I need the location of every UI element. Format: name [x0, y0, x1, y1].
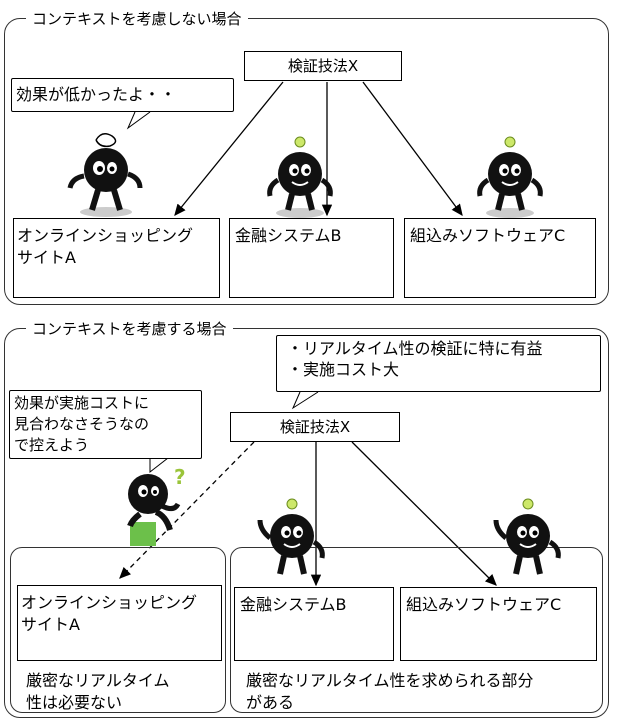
top-frame-title: コンテキストを考慮しない場合: [26, 8, 248, 29]
top-method-box: 検証技法X: [244, 51, 402, 81]
top-system-b: 金融システムB: [229, 218, 394, 298]
speech-tail-bottom: [149, 457, 169, 474]
bottom-frame-title: コンテキストを考慮する場合: [26, 318, 233, 339]
bottom-system-b-label: 金融システムB: [240, 595, 347, 614]
arrow-top-to-a: [174, 81, 284, 217]
group-note-right: 厳密なリアルタイム性を求められる部分 がある: [246, 671, 534, 712]
idea-character-icon: [493, 498, 561, 575]
notes-tail: [291, 391, 319, 410]
top-speech-text: 効果が低かったよ・・: [16, 85, 177, 104]
arrow-bottom-to-c: [351, 441, 497, 586]
arrow-top-to-c: [362, 81, 463, 217]
idea-character-icon: [267, 136, 333, 218]
group-note-left: 厳密なリアルタイム 性は必要ない: [26, 671, 170, 712]
top-system-a-label: オンラインショッピング サイトA: [17, 226, 194, 267]
bottom-system-c-label: 組込みソフトウェアC: [406, 595, 562, 614]
bottom-method-box: 検証技法X: [230, 412, 400, 442]
bottom-system-a: オンラインショッピング サイトA: [17, 585, 222, 661]
bottom-method-label: 検証技法X: [279, 418, 351, 436]
top-speech-bubble: 効果が低かったよ・・: [11, 78, 234, 112]
method-notes-callout: ・リアルタイム性の検証に特に有益 ・実施コスト大: [276, 335, 601, 392]
question-mark: ?: [174, 466, 186, 489]
thinking-character-icon: ?: [127, 466, 186, 546]
top-system-b-label: 金融システムB: [235, 226, 342, 245]
bottom-system-b: 金融システムB: [234, 587, 394, 661]
method-note-2: ・実施コスト大: [287, 360, 400, 379]
group-realtime-required: [230, 547, 603, 713]
top-frame: [4, 18, 609, 305]
idea-character-icon: [257, 498, 325, 575]
method-note-1: ・リアルタイム性の検証に特に有益: [287, 339, 543, 358]
arrow-bottom-to-a-dashed: [119, 441, 255, 579]
confused-character-icon: [67, 133, 143, 217]
bottom-speech-bubble: 効果が実施コストに 見合わなさそうなの で控えよう: [9, 390, 202, 459]
top-system-c-label: 組込みソフトウェアC: [410, 226, 566, 245]
bottom-speech-text: 効果が実施コストに 見合わなさそうなの で控えよう: [14, 394, 150, 454]
top-method-label: 検証技法X: [287, 57, 359, 75]
speech-tail-top: [126, 111, 151, 130]
bottom-system-a-label: オンラインショッピング サイトA: [21, 593, 198, 634]
bottom-system-c: 組込みソフトウェアC: [400, 587, 597, 661]
idea-character-icon: [477, 136, 543, 218]
group-no-realtime: [10, 547, 226, 713]
top-system-c: 組込みソフトウェアC: [404, 218, 596, 298]
top-system-a: オンラインショッピング サイトA: [13, 218, 220, 298]
bottom-frame: [4, 328, 609, 718]
